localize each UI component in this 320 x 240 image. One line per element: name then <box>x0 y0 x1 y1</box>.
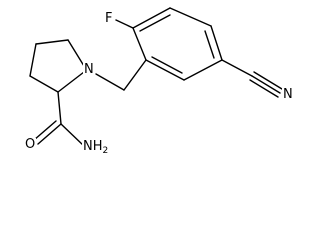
bond-ar2-f <box>115 19 134 29</box>
bond-ar5-cn <box>221 59 253 77</box>
bond-camide-n <box>60 123 85 147</box>
bond-n1-ch2 <box>95 73 125 91</box>
bond-c5-n1 <box>67 39 85 67</box>
bond-ar-inner-2 <box>204 30 215 59</box>
bond-n1-c2 <box>57 71 85 93</box>
bond-ar3-ar4 <box>169 7 212 27</box>
nitrile-nitrogen-atom-label: N <box>282 87 294 102</box>
bond-ar4-ar5 <box>210 25 223 61</box>
bond-nitrile-1 <box>251 75 281 94</box>
bond-c2-camide <box>57 91 62 125</box>
fluorine-atom-label: F <box>104 11 114 26</box>
bond-ar1-ar2 <box>132 27 147 61</box>
bond-camide-o-2 <box>33 120 57 141</box>
bond-camide-o-1 <box>37 123 62 145</box>
bond-nitrile-3 <box>249 79 279 98</box>
structure-canvas: F N N O NH2 <box>24 7 294 156</box>
amide-nh-text: NH <box>83 139 103 154</box>
bond-ar6-ar1 <box>145 59 185 81</box>
bond-c2-c3 <box>29 75 59 93</box>
bond-ar2-ar3 <box>132 7 171 29</box>
ring-nitrogen-atom-label: N <box>83 62 95 77</box>
bond-nitrile-2 <box>253 71 283 90</box>
bond-ch2-ring <box>123 59 147 91</box>
amide-nh2-label: NH2 <box>82 139 110 156</box>
amide-h-subscript: 2 <box>102 146 109 156</box>
amide-oxygen-atom-label: O <box>24 137 37 152</box>
bond-ar-inner-3 <box>151 56 183 74</box>
bond-ar-inner-1 <box>139 14 171 32</box>
bond-c3-c4 <box>29 43 37 77</box>
bond-ar5-ar6 <box>183 59 223 81</box>
bond-drawing <box>29 7 283 147</box>
bond-c4-c5 <box>35 39 69 45</box>
